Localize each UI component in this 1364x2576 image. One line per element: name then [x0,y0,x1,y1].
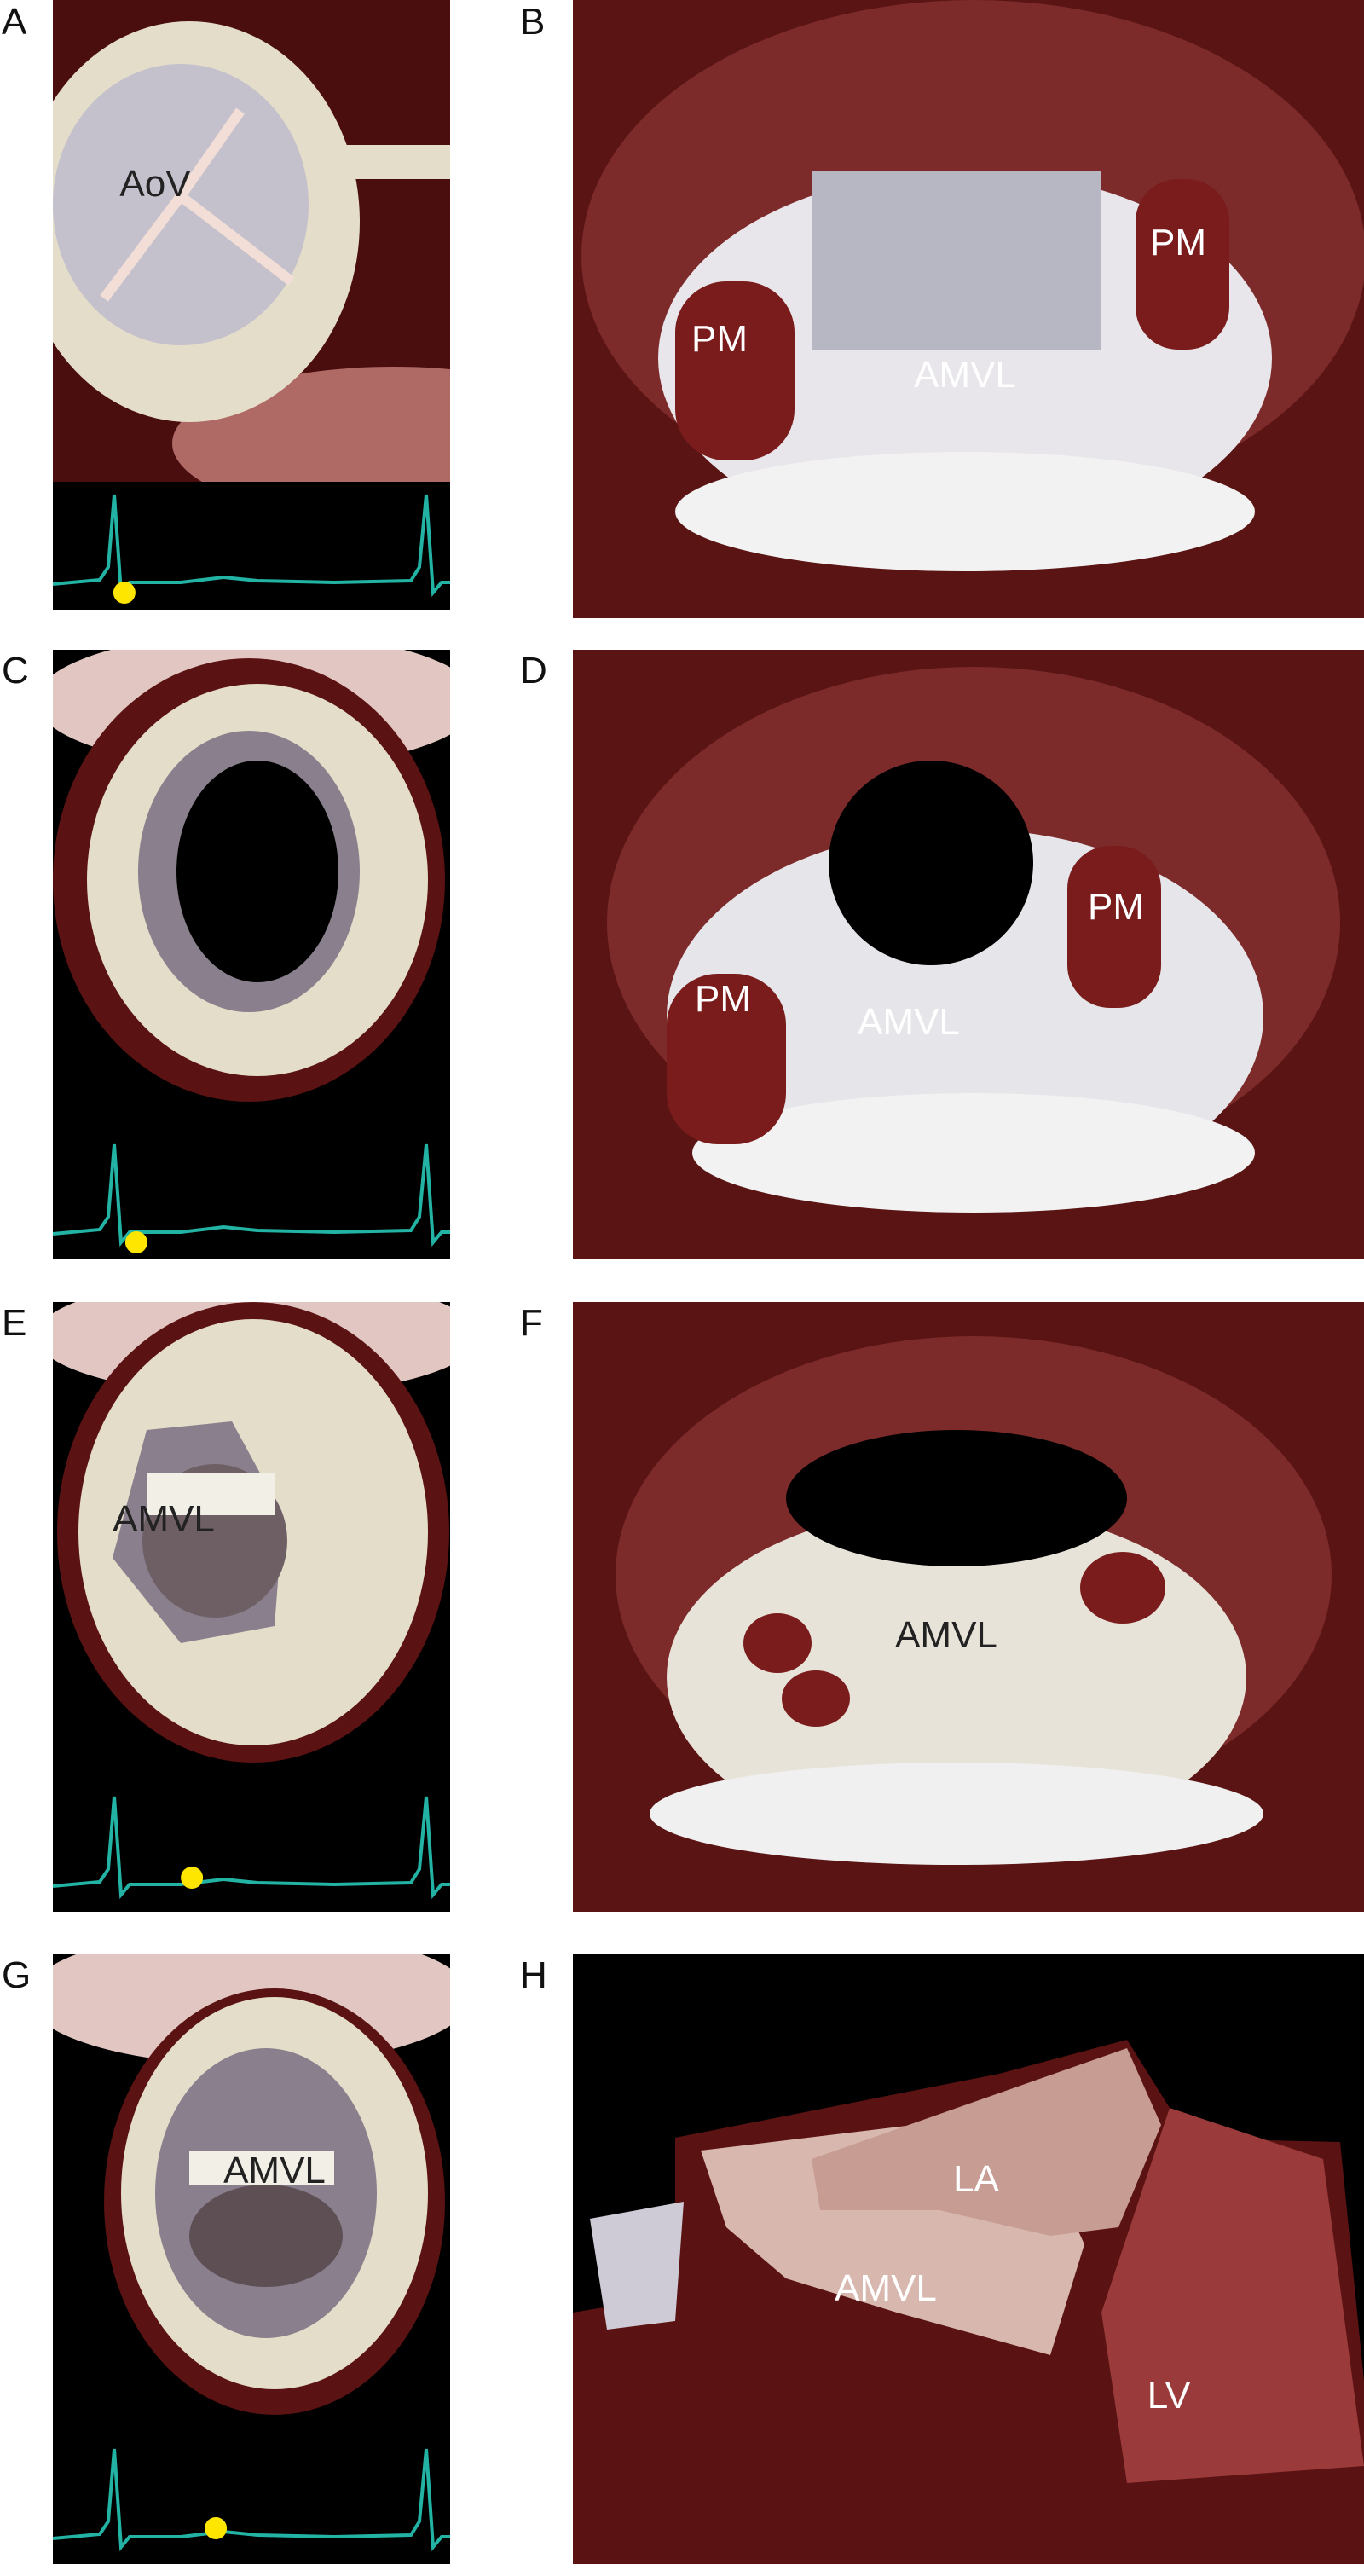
panel-b-image: PM PM AMVL [573,0,1364,618]
label-pm-right-d: PM [1088,886,1144,928]
panel-d-image: PM PM AMVL [573,650,1364,1259]
aortic-valve-open-view-c [53,650,450,1132]
ecg-marker-a [113,582,136,604]
panel-f-image: AMVL [573,1302,1364,1912]
panel-a-image: AoV [53,0,450,482]
label-pm-right-b: PM [1150,222,1206,263]
label-la: LA [953,2158,999,2200]
ecg-strip-g [53,2436,450,2564]
label-lv: LV [1147,2375,1191,2417]
label-aov: AoV [119,163,191,205]
panel-c-image [53,650,450,1132]
ecg-strip-e [53,1784,450,1912]
aortic-valve-view-g [53,1954,450,2436]
panel-letter-g: G [2,1954,32,1996]
long-axis-view-h [573,1954,1364,2564]
ecg-trace-c [53,1143,450,1253]
panel-letter-a: A [2,1,27,43]
panel-h-image: LA AMVL LV [573,1954,1364,2564]
label-amvl-h: AMVL [835,2267,937,2309]
ecg-trace-e [53,1796,450,1900]
label-amvl-d: AMVL [858,1001,960,1043]
ecg-strip-c [53,1132,450,1259]
panel-letter-f: F [520,1302,543,1344]
aortic-valve-view [53,0,450,482]
panel-letter-h: H [520,1954,547,1996]
label-amvl-f: AMVL [895,1614,997,1656]
panel-letter-c: C [2,650,29,692]
label-amvl-b: AMVL [914,354,1016,396]
ecg-strip-a [53,482,450,610]
label-pm-left-d: PM [695,978,751,1020]
ecg-trace-g [53,2448,450,2552]
label-amvl-g: AMVL [223,2150,326,2191]
panel-g-image: AMVL [53,1954,450,2436]
ecg-marker-e [181,1867,204,1889]
ecg-marker-g [205,2517,228,2539]
mitral-valve-view-f [573,1302,1364,1912]
aortic-valve-view-e [53,1302,450,1784]
panel-letter-e: E [2,1302,27,1344]
ecg-trace-a [53,494,450,604]
ecg-marker-c [124,1231,147,1253]
mitral-valve-view-b [573,0,1364,618]
panel-e-image: AMVL [53,1302,450,1784]
label-pm-left-b: PM [691,318,748,360]
panel-letter-b: B [520,1,546,43]
label-amvl-e: AMVL [113,1498,215,1540]
mitral-valve-view-d [573,650,1364,1259]
panel-letter-d: D [520,650,547,692]
